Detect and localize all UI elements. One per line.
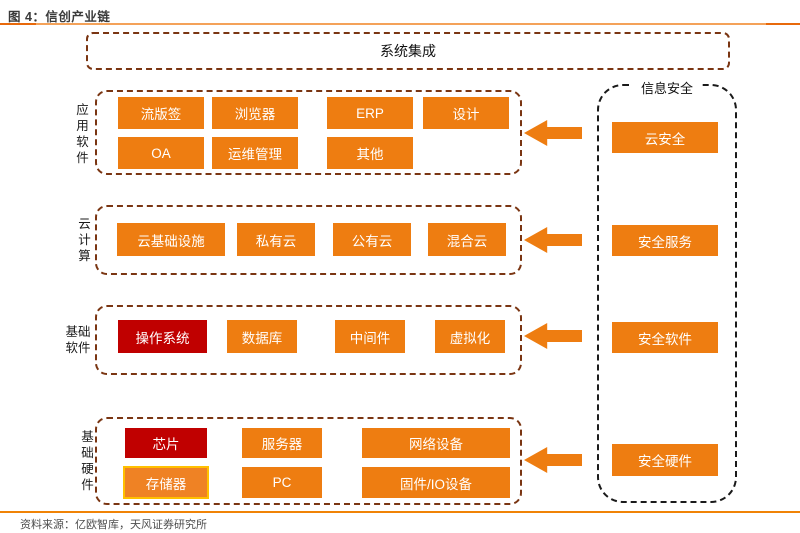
- node-browser: 浏览器: [212, 97, 298, 129]
- figure-source: 资料来源：亿欧智库，天风证券研究所: [20, 519, 207, 531]
- node-network-equipment: 网络设备: [362, 428, 510, 458]
- node-public-cloud: 公有云: [333, 223, 411, 256]
- footer-rule: [0, 511, 800, 513]
- node-pc: PC: [242, 467, 322, 498]
- node-security-software: 安全软件: [612, 322, 718, 353]
- node-security-hardware: 安全硬件: [612, 444, 718, 476]
- information-security-label-wrap: 信息安全: [597, 80, 737, 98]
- node-database: 数据库: [227, 320, 297, 353]
- node-virtualization: 虚拟化: [435, 320, 505, 353]
- node-operating-system: 操作系统: [118, 320, 207, 353]
- node-hybrid-cloud: 混合云: [428, 223, 506, 256]
- node-chip: 芯片: [125, 428, 207, 458]
- row-label-basic-software: 基础软件: [65, 325, 91, 355]
- node-oa: OA: [118, 137, 204, 169]
- system-integration-box: 系统集成: [86, 32, 730, 70]
- node-server: 服务器: [242, 428, 322, 458]
- left-arrow-icon-2: [524, 227, 582, 253]
- node-security-service: 安全服务: [612, 225, 718, 256]
- row-label-app-software: 应用软件: [76, 103, 89, 165]
- left-arrow-icon-3: [524, 323, 582, 349]
- node-design: 设计: [423, 97, 509, 129]
- node-cloud-security: 云安全: [612, 122, 718, 153]
- node-cloud-infrastructure: 云基础设施: [117, 223, 225, 256]
- node-others: 其他: [327, 137, 413, 169]
- row-label-cloud-computing: 云计算: [78, 217, 91, 263]
- node-storage: 存储器: [123, 466, 209, 499]
- node-erp: ERP: [327, 97, 413, 129]
- system-integration-label: 系统集成: [380, 43, 436, 59]
- figure-title: 图 4：信创产业链: [8, 10, 111, 24]
- node-private-cloud: 私有云: [237, 223, 315, 256]
- left-arrow-icon-1: [524, 120, 582, 146]
- app-software-group-box: [95, 90, 522, 175]
- row-label-basic-hardware: 基础硬件: [81, 430, 94, 492]
- basic-software-group-box: [95, 305, 522, 375]
- node-stream-doc-sign: 流版签: [118, 97, 204, 129]
- header-rule: [0, 23, 800, 25]
- node-middleware: 中间件: [335, 320, 405, 353]
- node-ops-management: 运维管理: [212, 137, 298, 169]
- basic-hardware-group-box: [95, 417, 522, 505]
- left-arrow-icon-4: [524, 447, 582, 473]
- node-firmware-io: 固件/IO设备: [362, 467, 510, 498]
- cloud-computing-group-box: [95, 205, 522, 275]
- information-security-label: 信息安全: [631, 81, 702, 97]
